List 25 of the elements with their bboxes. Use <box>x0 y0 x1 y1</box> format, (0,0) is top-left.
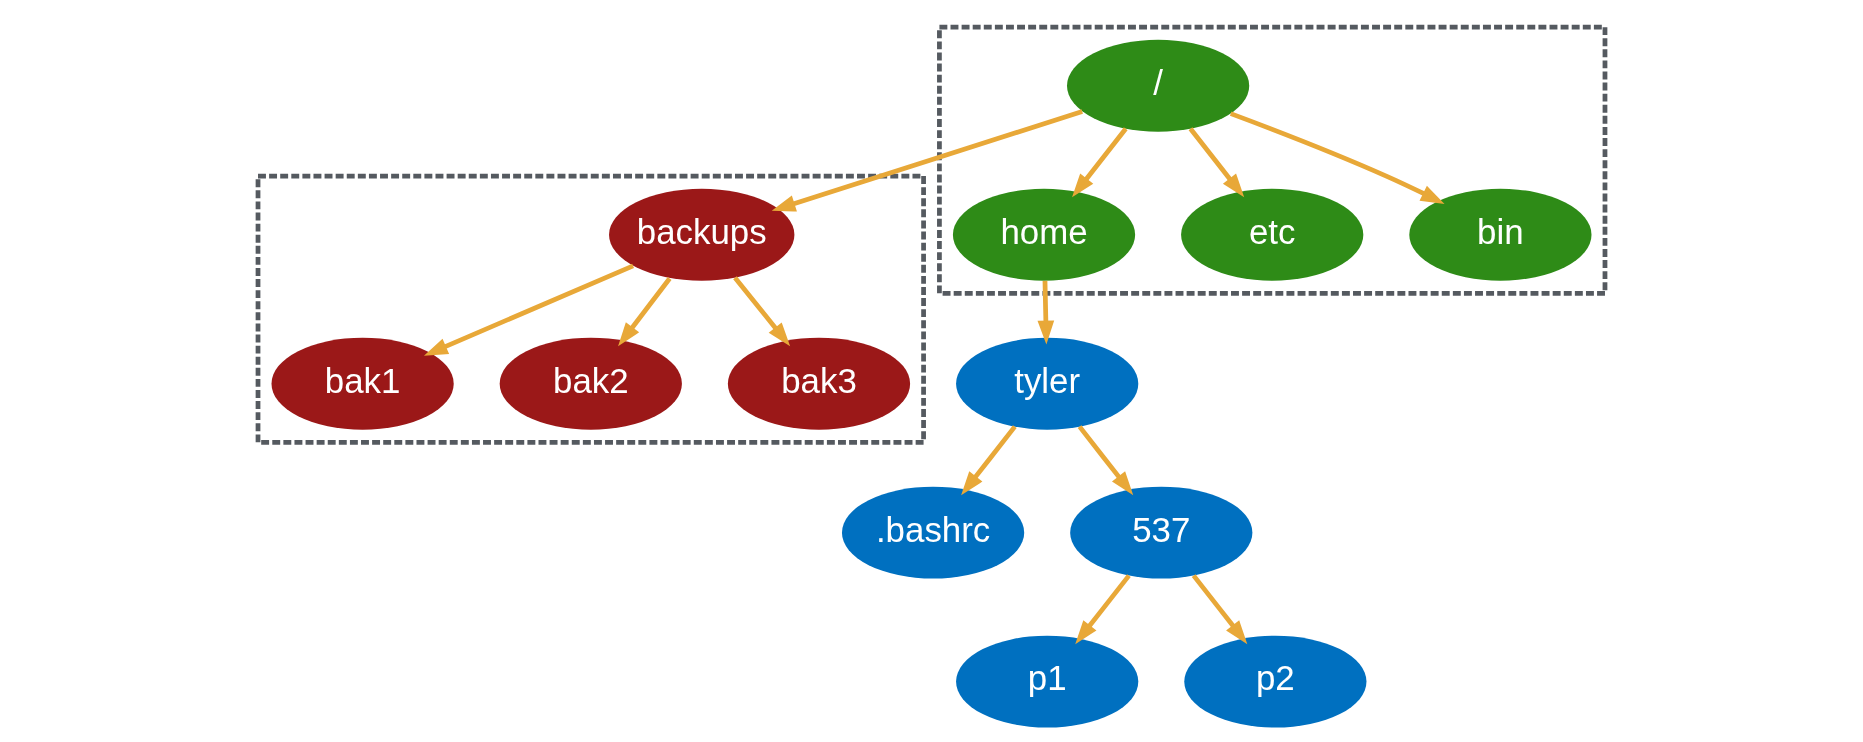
node-ellipse: p1 <box>956 635 1139 728</box>
arrow <box>423 263 635 356</box>
arrow <box>961 425 1017 496</box>
node-ellipse: etc <box>1181 188 1364 281</box>
node-ellipse: / <box>1067 39 1250 132</box>
arrow <box>1037 280 1055 345</box>
node-ellipse: bin <box>1409 188 1592 281</box>
arrow <box>733 276 791 347</box>
arrow <box>1077 425 1134 496</box>
node-ellipse: .bashrc <box>841 486 1025 579</box>
node-ellipse: home <box>952 188 1136 281</box>
arrow <box>1075 574 1131 645</box>
arrow <box>1188 127 1245 198</box>
cluster <box>255 173 926 445</box>
node-ellipse: bak2 <box>499 337 682 430</box>
arrow <box>1191 574 1248 645</box>
node-ellipse: tyler <box>956 337 1139 430</box>
node-ellipse: 537 <box>1070 486 1253 579</box>
arrow <box>618 277 672 347</box>
arrow <box>1229 111 1445 204</box>
arrow <box>771 109 1083 212</box>
arrow <box>1072 127 1128 198</box>
cluster <box>937 24 1608 296</box>
node-ellipse: bak3 <box>727 337 911 430</box>
node-ellipse: p2 <box>1184 635 1367 728</box>
